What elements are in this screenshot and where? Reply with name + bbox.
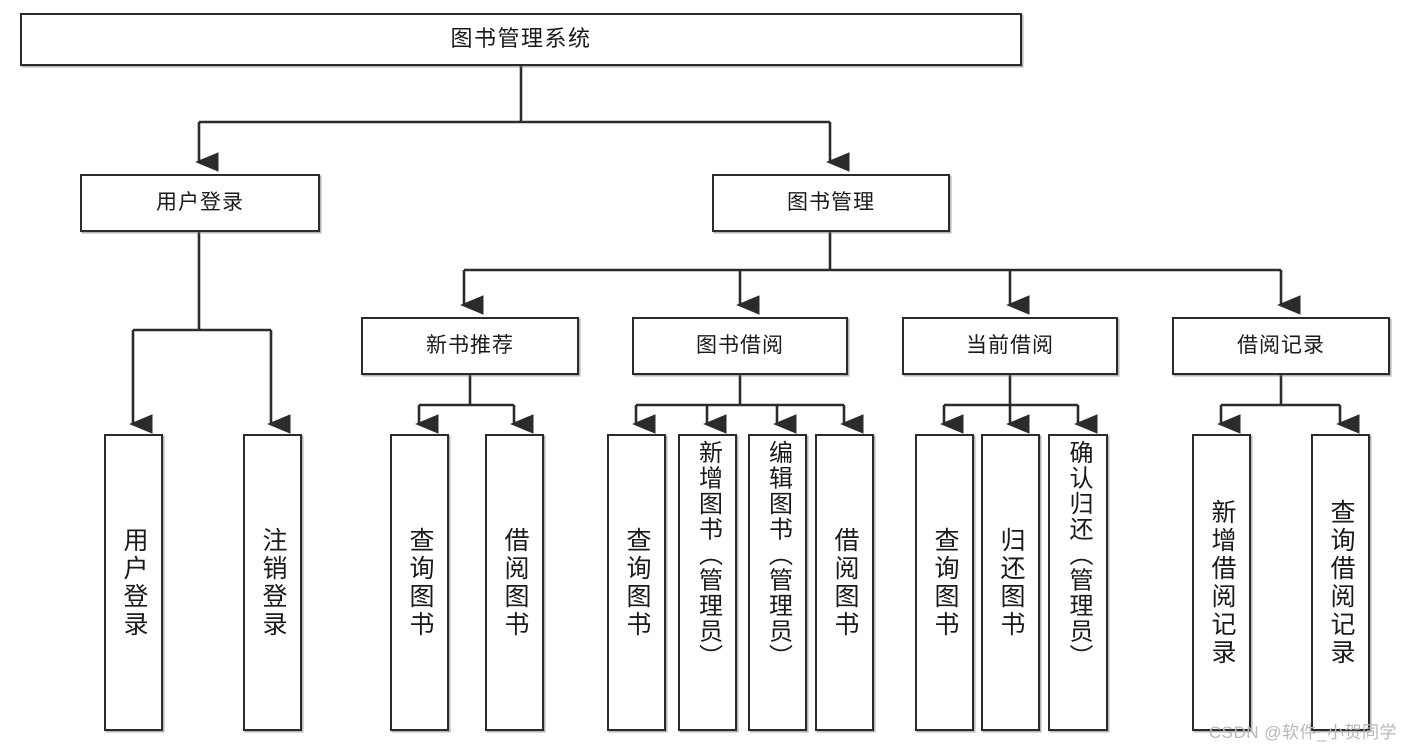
node-label: 借阅记录 bbox=[1237, 334, 1325, 358]
node-label: 编辑图书（管理员） bbox=[764, 440, 792, 670]
leaf-confirm-return[interactable]: 确认归还（管理员） bbox=[1048, 434, 1108, 731]
node-label: 用户登录 bbox=[156, 191, 244, 215]
node-label: 归还图书 bbox=[997, 526, 1025, 639]
node-book-borrow[interactable]: 图书借阅 bbox=[632, 317, 848, 375]
leaf-query-book-1[interactable]: 查询图书 bbox=[390, 434, 449, 731]
leaf-add-record[interactable]: 新增借阅记录 bbox=[1192, 434, 1251, 731]
node-label: 查询图书 bbox=[623, 526, 651, 639]
node-label: 当前借阅 bbox=[966, 334, 1054, 358]
node-label: 新书推荐 bbox=[426, 334, 514, 358]
node-label: 图书管理 bbox=[787, 191, 875, 215]
leaf-return-book[interactable]: 归还图书 bbox=[981, 434, 1040, 731]
leaf-add-book[interactable]: 新增图书（管理员） bbox=[678, 434, 737, 731]
node-user-login[interactable]: 用户登录 bbox=[80, 174, 320, 232]
leaf-query-book-3[interactable]: 查询图书 bbox=[915, 434, 974, 731]
node-borrow-record[interactable]: 借阅记录 bbox=[1172, 317, 1390, 375]
node-label: 图书借阅 bbox=[696, 334, 784, 358]
node-root-system[interactable]: 图书管理系统 bbox=[20, 13, 1022, 66]
node-label: 图书管理系统 bbox=[450, 26, 592, 52]
leaf-borrow-book-1[interactable]: 借阅图书 bbox=[485, 434, 544, 731]
leaf-borrow-book-2[interactable]: 借阅图书 bbox=[815, 434, 874, 731]
node-label: 注销登录 bbox=[259, 526, 287, 639]
node-book-manage[interactable]: 图书管理 bbox=[712, 174, 950, 232]
leaf-logout-login[interactable]: 注销登录 bbox=[243, 434, 302, 731]
leaf-user-login[interactable]: 用户登录 bbox=[104, 434, 163, 731]
node-label: 借阅图书 bbox=[501, 526, 529, 639]
node-new-book-recommend[interactable]: 新书推荐 bbox=[361, 317, 579, 375]
node-label: 借阅图书 bbox=[831, 526, 859, 639]
node-label: 确认归还（管理员） bbox=[1065, 440, 1092, 670]
node-label: 查询借阅记录 bbox=[1327, 498, 1355, 667]
leaf-edit-book[interactable]: 编辑图书（管理员） bbox=[748, 434, 807, 731]
node-label: 新增图书（管理员） bbox=[694, 440, 722, 670]
node-label: 查询图书 bbox=[406, 526, 434, 639]
node-label: 新增借阅记录 bbox=[1208, 498, 1236, 667]
leaf-query-record[interactable]: 查询借阅记录 bbox=[1311, 434, 1370, 731]
csdn-watermark: CSDN @软件_小贺同学 bbox=[1208, 723, 1397, 742]
node-label: 用户登录 bbox=[120, 526, 148, 639]
node-current-borrow[interactable]: 当前借阅 bbox=[902, 317, 1118, 375]
leaf-query-book-2[interactable]: 查询图书 bbox=[607, 434, 666, 731]
node-label: 查询图书 bbox=[931, 526, 959, 639]
